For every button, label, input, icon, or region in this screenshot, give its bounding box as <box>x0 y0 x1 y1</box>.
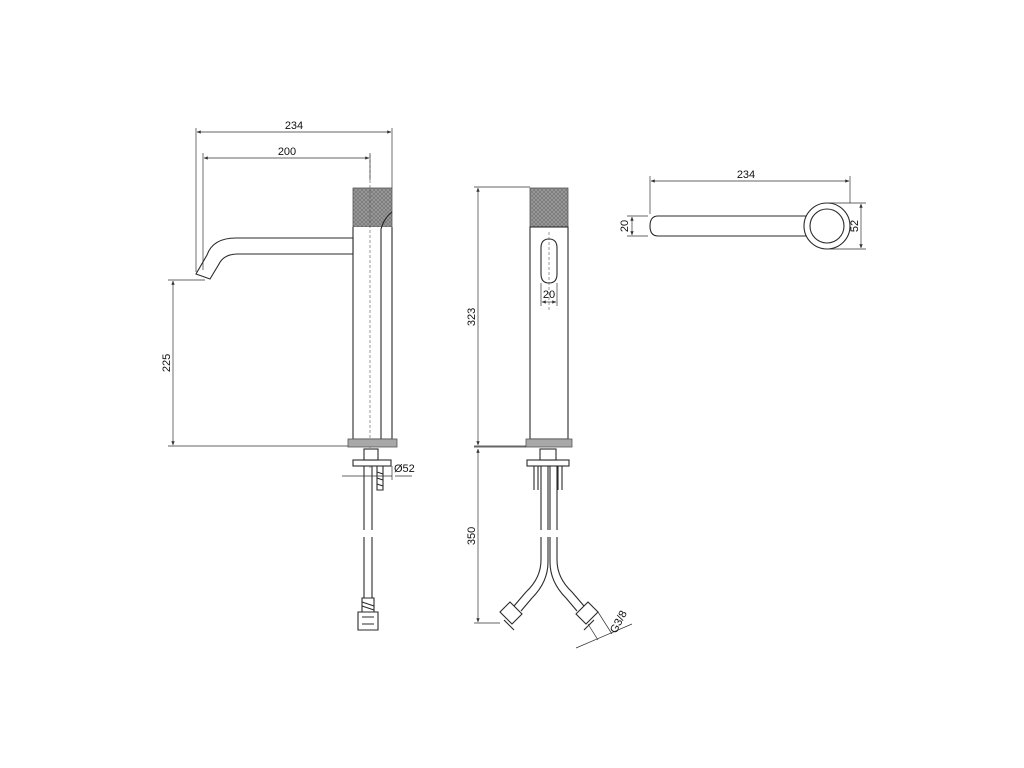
top-dim-overall-length-label: 234 <box>737 169 755 181</box>
front-spout-slot <box>540 238 558 284</box>
top-dim-overall-length: 234 <box>649 169 851 214</box>
side-hose-connector-detail <box>361 601 375 625</box>
side-mount-washer <box>352 459 392 467</box>
front-mount-washer <box>526 459 570 467</box>
top-body-inner <box>809 208 845 244</box>
front-knurled-handle <box>529 187 569 228</box>
top-dim-body-diameter: 52 <box>827 202 866 250</box>
side-faucet-body <box>195 155 398 631</box>
front-hoses-upper <box>540 466 558 530</box>
side-knurled-handle <box>352 187 393 228</box>
front-faucet-body <box>499 187 599 631</box>
side-dim-base-diameter-label: Ø52 <box>394 463 415 475</box>
side-dim-spout-height-label: 225 <box>161 354 173 372</box>
front-dim-connection-thread-label: G3/8 <box>608 609 630 636</box>
front-dim-hose-length: 350 <box>466 446 526 624</box>
front-dim-hose-length-label: 350 <box>466 527 478 545</box>
front-connector-right <box>575 601 599 631</box>
side-base-ring <box>347 438 398 448</box>
side-body-column <box>352 227 393 440</box>
top-dim-spout-width-label: 20 <box>619 220 631 232</box>
side-dim-base-diameter: Ø52 <box>342 463 415 480</box>
side-threaded-rod <box>376 466 384 491</box>
front-mount-nut <box>539 448 557 461</box>
front-hose-left <box>513 537 549 612</box>
side-dim-overall-width: 234 <box>195 120 393 272</box>
front-dim-body-height: 323 <box>466 186 530 447</box>
side-spout <box>195 237 354 280</box>
top-faucet-body <box>649 202 851 250</box>
top-dim-spout-width: 20 <box>619 215 648 237</box>
front-threaded-rods <box>533 466 563 490</box>
side-hose-upper <box>363 466 373 530</box>
top-dim-body-diameter-label: 52 <box>849 220 861 232</box>
side-mount-nut <box>363 448 379 461</box>
side-dim-spout-reach: 200 <box>202 146 371 270</box>
front-view: 323 20 350 G3/8 <box>466 186 633 649</box>
side-view: 234 200 225 Ø52 <box>161 120 415 631</box>
top-spout <box>649 215 809 237</box>
top-body-outer <box>803 202 851 250</box>
side-hose-lower <box>363 537 373 598</box>
top-view: 234 20 52 <box>619 169 866 250</box>
side-dim-spout-height: 225 <box>161 279 348 447</box>
side-handle-cut <box>380 211 393 439</box>
front-dim-body-height-label: 323 <box>466 308 478 326</box>
side-dim-overall-width-label: 234 <box>285 120 303 132</box>
side-hose-connector <box>357 597 379 631</box>
side-dim-spout-reach-label: 200 <box>278 146 296 158</box>
front-connector-left <box>499 601 523 631</box>
front-dim-slot-width: 20 <box>540 283 558 306</box>
front-base-ring <box>525 438 573 448</box>
front-hose-right <box>549 537 585 612</box>
front-dim-slot-width-label: 20 <box>543 289 555 301</box>
